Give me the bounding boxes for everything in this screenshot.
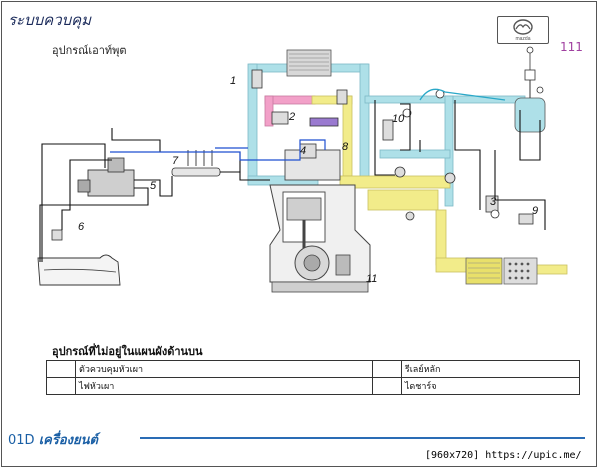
page-title: ระบบควบคุม: [8, 11, 92, 29]
exhaust-passage: [311, 95, 568, 275]
engine-block: [269, 149, 371, 293]
label-4: 4: [300, 145, 306, 157]
image-credit: [960x720] https://upic.me/: [425, 450, 582, 461]
table-row: ไฟหัวเผา ไดชาร์จ: [46, 377, 581, 395]
component-labels: 1 2 3 4 5 6 7 8 9 10 11: [78, 75, 538, 285]
label-8: 8: [342, 141, 349, 153]
small-components: [51, 69, 534, 241]
table-cell: [371, 360, 402, 378]
table-cell: [371, 377, 402, 395]
label-10: 10: [392, 113, 405, 125]
legend-table: ตัวควบคุมหัวเผา รีเลย์หลัก ไฟหัวเผา ไดชา…: [46, 360, 581, 395]
table-cell: [46, 360, 76, 378]
label-1: 1: [230, 75, 236, 87]
label-5: 5: [150, 180, 157, 192]
intercooler: [286, 49, 332, 77]
page-number: 111: [560, 40, 583, 54]
common-rail: [171, 150, 221, 177]
control-lines: [110, 139, 326, 161]
egr-passage: [264, 95, 316, 127]
vacuum-tank: [514, 46, 546, 133]
engine-control-diagram: 1 2 3 4 5 6 7 8 9 10 11: [37, 46, 568, 293]
fuel-tank: [37, 254, 121, 286]
table-row: ตัวควบคุมหัวเผา รีเลย์หลัก: [46, 360, 581, 378]
catalytic-converter: [465, 257, 538, 285]
mazda-logo: mazda: [497, 16, 549, 44]
label-3: 3: [490, 196, 497, 208]
legend-heading: อุปกรณ์ที่ไม่อยู่ในแผนผังด้านบน: [52, 345, 203, 358]
fuel-pump: [77, 157, 135, 197]
boost-hose: [419, 88, 506, 101]
label-11: 11: [366, 273, 377, 285]
label-7: 7: [172, 155, 179, 167]
footer-divider: [140, 437, 585, 439]
table-cell: [46, 377, 76, 395]
label-9: 9: [532, 205, 538, 217]
section-name: เครื่องยนต์: [38, 433, 98, 448]
label-2: 2: [288, 111, 295, 123]
fuel-lines: [39, 100, 546, 262]
table-cell: ไดชาร์จ: [400, 377, 581, 395]
section-code: 01D: [8, 433, 35, 448]
label-6: 6: [78, 221, 85, 233]
footer-section: 01D เครื่องยนต์: [8, 429, 98, 450]
table-cell: ไฟหัวเผา: [75, 377, 373, 395]
page-subtitle: อุปกรณ์เอาท์พุต: [52, 44, 127, 57]
brand-wordmark: mazda: [515, 36, 530, 42]
table-cell: ตัวควบคุมหัวเผา: [75, 360, 373, 378]
table-cell: รีเลย์หลัก: [400, 360, 581, 378]
